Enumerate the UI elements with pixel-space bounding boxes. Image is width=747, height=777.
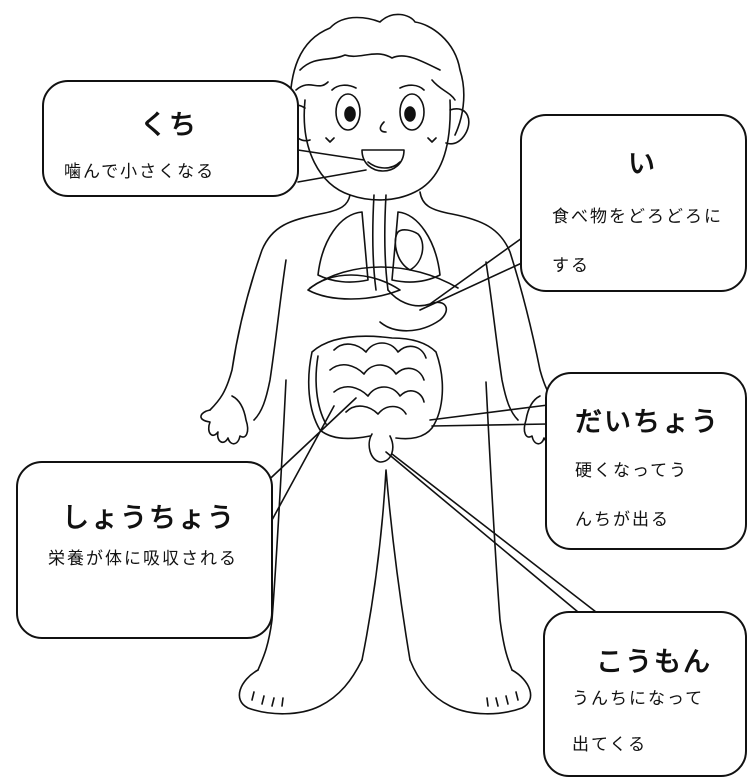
right-foot [409,659,532,715]
stomach-callout-tail [419,237,525,311]
heart [394,229,424,271]
lungs [317,211,441,283]
stomach [379,289,448,332]
rectum [368,433,394,463]
small-intestine-callout [16,461,273,639]
mouth-title: くち [140,110,198,141]
small-intestine [329,342,427,415]
mouth-callout-tail [297,149,367,183]
mouth-callout [42,80,299,197]
anus-callout [543,611,747,777]
liver [307,274,401,300]
mouth-description: 噛んで小さくなる [64,162,216,182]
left-foot [238,659,363,715]
stomach-title: い [628,149,655,180]
colon-callout [545,372,747,550]
anus-title: こうもん [596,647,712,678]
small-intestine-description: 栄養が体に吸収される [48,549,238,569]
small-intestine-callout-tail [257,397,357,521]
right-ear [445,108,470,145]
esophagus [371,194,389,291]
torso-outline [209,191,563,411]
face-outline [303,99,451,201]
left-hand [200,395,249,445]
large-intestine [307,335,444,440]
small-intestine-title: しょうちょう [62,503,236,534]
mouth [361,149,405,172]
hair [289,13,465,136]
colon-title: だいちょう [575,407,720,438]
left-eye [335,93,361,131]
stomach-callout [520,114,747,292]
stomach-description: 食べ物をどろどろにする [552,207,723,276]
anus-description: うんちになって出てくる [572,689,705,755]
anus-callout-tail [385,451,597,613]
right-eye [399,93,425,131]
colon-callout-tail [429,404,549,427]
legs-outline [257,379,513,671]
colon-description: 硬くなってうんちが出る [575,461,689,530]
